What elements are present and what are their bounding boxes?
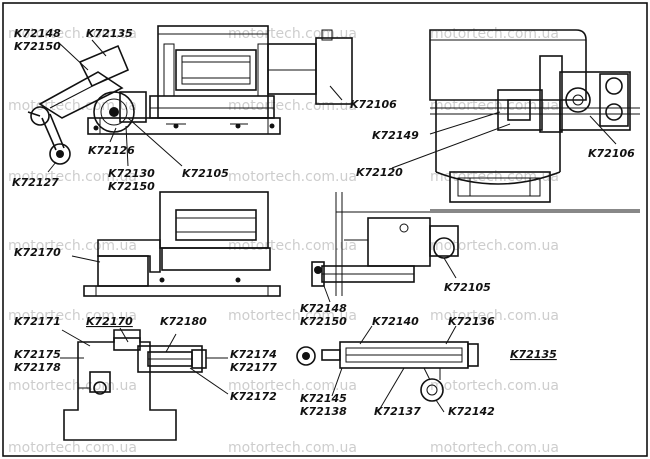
part-label: K72150 — [108, 180, 155, 193]
watermark: motortech.com.ua — [8, 308, 137, 324]
valve-body — [367, 217, 431, 267]
watermark: motortech.com.ua — [430, 308, 559, 324]
end-housing — [429, 29, 587, 101]
watermark: motortech.com.ua — [228, 308, 357, 324]
part-label: K72142 — [448, 405, 495, 418]
view-middle-left — [71, 191, 281, 297]
watermark: motortech.com.ua — [430, 238, 559, 254]
section-core — [497, 89, 543, 131]
part-labels: K72148 K72150 K72135 K72126 K72127 K7213… — [12, 27, 635, 418]
watermark: motortech.com.ua — [430, 98, 559, 114]
base-plate-2 — [83, 285, 281, 297]
section-block — [63, 329, 177, 441]
view-top-right — [391, 29, 640, 211]
view-middle-right — [311, 192, 640, 303]
watermark: motortech.com.ua — [228, 378, 357, 394]
part-label: K72145 — [300, 392, 347, 405]
part-label: K72135 — [510, 348, 557, 361]
view-bottom-left — [60, 327, 229, 441]
part-label: K72150 — [300, 315, 347, 328]
part-label: K72172 — [230, 390, 277, 403]
part-label: K72126 — [88, 144, 135, 157]
watermark: motortech.com.ua — [8, 440, 137, 456]
lower-cylinder — [449, 171, 551, 203]
watermark: motortech.com.ua — [8, 378, 137, 394]
part-label: K72148 — [14, 27, 61, 40]
part-label: K72150 — [14, 40, 61, 53]
watermark: motortech.com.ua — [430, 440, 559, 456]
part-label: K72136 — [448, 315, 495, 328]
mount-eye — [420, 378, 444, 402]
part-label: K72130 — [108, 167, 155, 180]
part-label: K72174 — [230, 348, 277, 361]
watermark: motortech.com.ua — [228, 169, 357, 185]
view-bottom-right — [296, 325, 479, 413]
part-label: K72170 — [14, 246, 61, 259]
watermark: motortech.com.ua — [228, 440, 357, 456]
watermark: motortech.com.ua — [8, 98, 137, 114]
part-label: K72106 — [588, 147, 635, 160]
part-label: K72177 — [230, 361, 277, 374]
cylinder-block — [315, 37, 353, 105]
part-label: K72149 — [372, 129, 419, 142]
part-label: K72171 — [14, 315, 61, 328]
bracket-block — [559, 71, 631, 131]
part-label: K72105 — [182, 167, 229, 180]
part-label: K72137 — [374, 405, 421, 418]
lever-end — [49, 143, 71, 165]
part-label: K72148 — [300, 302, 347, 315]
watermark: motortech.com.ua — [228, 98, 357, 114]
view-top-left — [27, 25, 353, 173]
actuator-arm — [38, 71, 124, 119]
section-insert — [137, 345, 203, 373]
part-label: K72180 — [160, 315, 207, 328]
part-label: K72106 — [350, 98, 397, 111]
part-label: K72140 — [372, 315, 419, 328]
part-label: K72127 — [12, 176, 59, 189]
part-label: K72138 — [300, 405, 347, 418]
rod-eye — [296, 346, 316, 366]
watermark: motortech.com.ua — [228, 238, 357, 254]
part-label: K72120 — [356, 166, 403, 179]
part-label: K72178 — [14, 361, 61, 374]
part-label: K72170 — [86, 315, 133, 328]
watermark: motortech.com.ua — [430, 378, 559, 394]
part-label: K72105 — [444, 281, 491, 294]
part-label: K72135 — [86, 27, 133, 40]
watermark: motortech.com.ua — [8, 238, 137, 254]
part-label: K72175 — [14, 348, 61, 361]
watermark: motortech.com.ua — [8, 26, 137, 42]
watermark: motortech.com.ua — [8, 169, 137, 185]
